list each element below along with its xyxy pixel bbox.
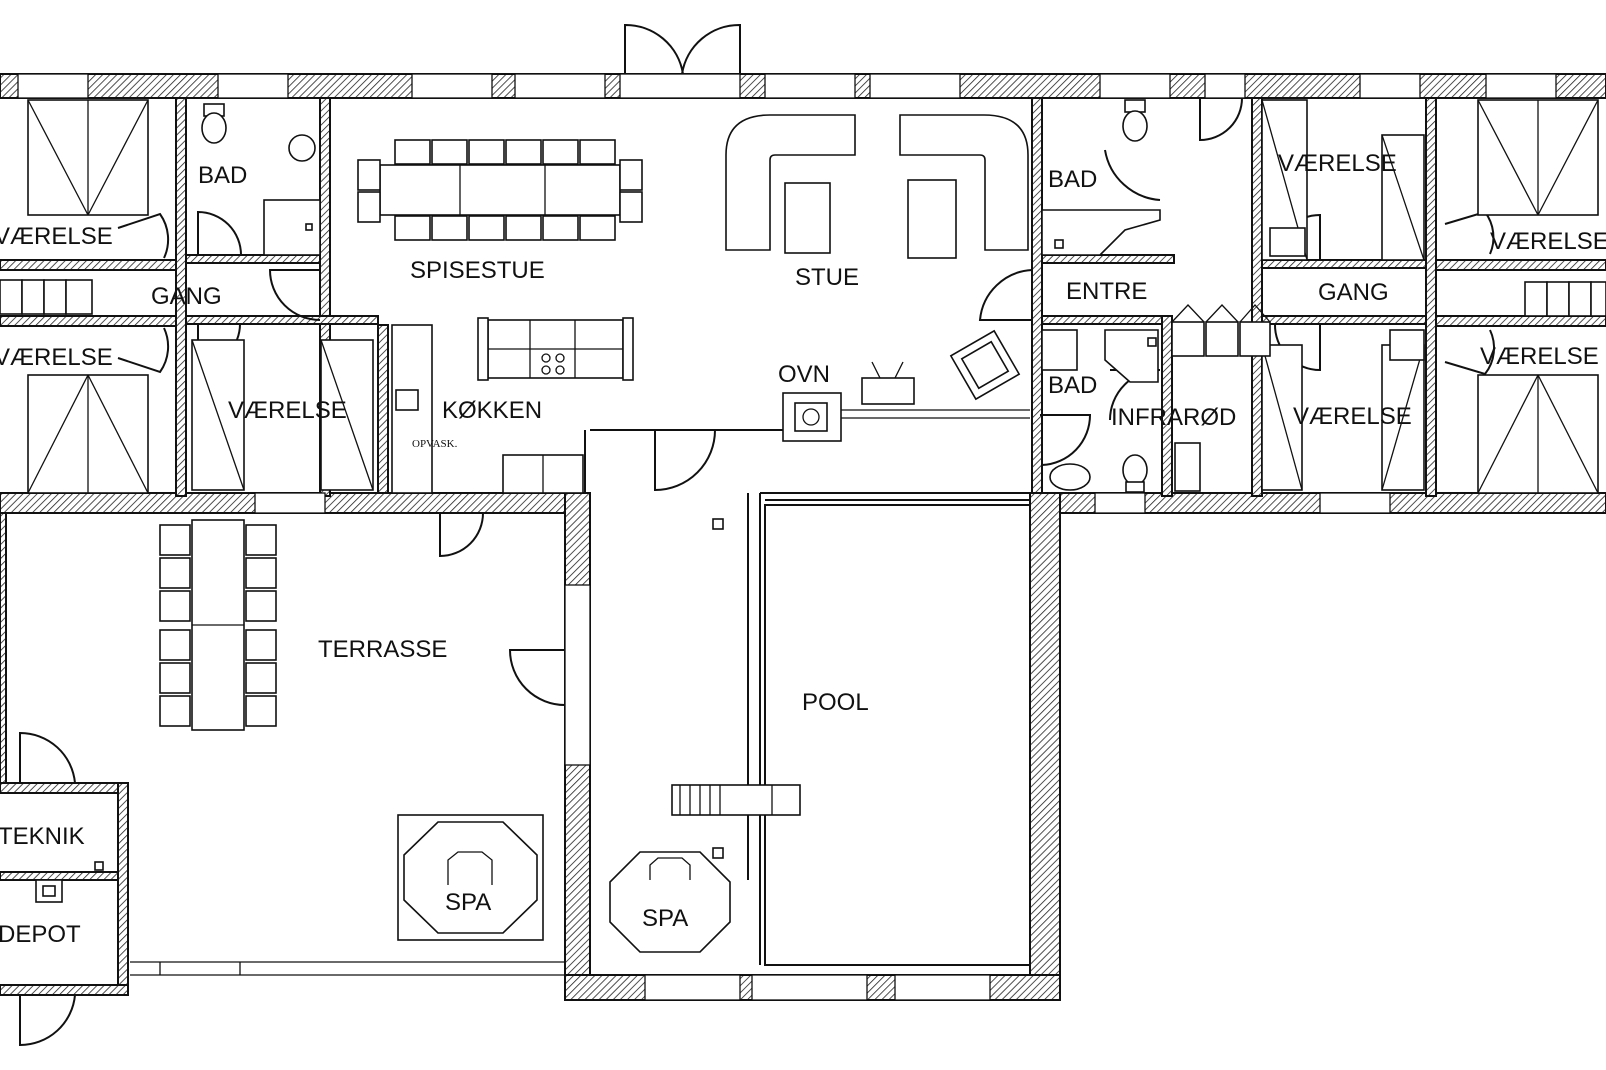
label-spa-pool: SPA [642, 905, 688, 932]
armchair [949, 329, 1021, 401]
label-gang-west: GANG [151, 283, 222, 310]
label-spa-terrace: SPA [445, 889, 491, 916]
label-opvask: OPVASK. [412, 438, 458, 450]
bad-east-fixtures [1041, 99, 1161, 493]
sofa-right [899, 114, 1029, 259]
label-bad-ne-top: BAD [1048, 166, 1097, 193]
terrace-table [159, 519, 277, 731]
label-bad-ne-bottom: BAD [1048, 372, 1097, 399]
label-vaerelse-ne-bottom: VÆRELSE [1293, 403, 1412, 430]
label-bad-nw: BAD [198, 162, 247, 189]
wardrobe-nw-top [27, 99, 149, 216]
label-ovn: OVN [778, 361, 830, 388]
oven [782, 392, 842, 442]
pool-outlet-top [712, 518, 724, 530]
label-vaerelse-nw-bottom: VÆRELSE [0, 344, 113, 371]
label-teknik: TEKNIK [0, 823, 85, 850]
label-pool: POOL [802, 689, 869, 716]
label-vaerelse-nw-top: VÆRELSE [0, 223, 113, 250]
pool-ladder [671, 784, 801, 816]
tv [861, 361, 915, 405]
room-labels: VÆRELSE VÆRELSE BAD GANG VÆRELSE SPISEST… [0, 150, 1606, 948]
label-vaerelse-ne-top: VÆRELSE [1278, 150, 1397, 177]
label-vaerelse-far-e-top: VÆRELSE [1490, 228, 1606, 255]
furniture [0, 99, 1606, 953]
infrared-bench [1174, 442, 1201, 492]
label-gang-east: GANG [1318, 279, 1389, 306]
label-stue: STUE [795, 264, 859, 291]
wardrobe-nw-bottom [27, 374, 149, 494]
label-vaerelse-mid: VÆRELSE [228, 397, 347, 424]
windows [17, 73, 1557, 1001]
kitchen-island [477, 317, 634, 381]
label-koekken: KØKKEN [442, 397, 542, 424]
label-depot: DEPOT [0, 921, 81, 948]
label-vaerelse-far-e-bottom: VÆRELSE [1480, 343, 1599, 370]
bad-west-fixtures [201, 103, 321, 256]
spa-pool [609, 851, 731, 953]
dining-table [357, 139, 643, 241]
pool-outlet-bottom [712, 847, 724, 859]
label-spisestue: SPISESTUE [410, 257, 545, 284]
beds-vaerelse-mid [191, 339, 374, 491]
label-terrasse: TERRASSE [318, 636, 447, 663]
kitchen-counter [391, 324, 584, 494]
bunks-west [0, 279, 93, 315]
sofa-left [725, 114, 856, 254]
bunks-east [1171, 227, 1606, 361]
label-entre: ENTRE [1066, 278, 1147, 305]
label-infrarod: INFRARØD [1111, 404, 1236, 431]
spa-terrace [397, 814, 544, 941]
